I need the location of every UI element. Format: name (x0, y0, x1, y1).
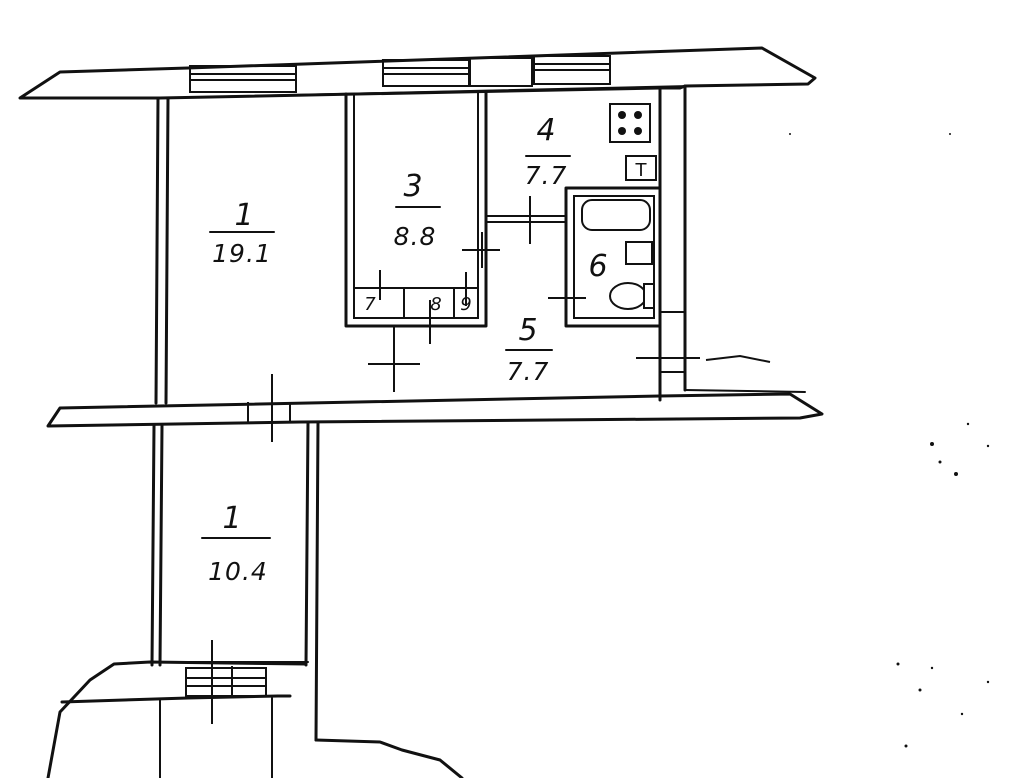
entrance-door (636, 354, 771, 363)
closet-7-number: 7 (364, 294, 376, 315)
corridor-door (368, 270, 467, 392)
room-5-number: 5 (518, 313, 537, 348)
bathtub-icon (581, 199, 651, 231)
window-top-middle (382, 59, 470, 87)
room-6-label: 6 (588, 249, 607, 284)
window-top-left (189, 65, 297, 93)
toilet-icon (609, 282, 655, 310)
closet-8-number: 8 (430, 294, 441, 315)
svg-text:T: T (635, 160, 648, 181)
room-1-label: 1 10.4 (201, 501, 271, 586)
kitchen-sink-icon: T (625, 155, 657, 181)
bottom-exterior-wall (46, 660, 464, 778)
kitchen-right-wall (658, 84, 806, 402)
room-2-label: 1 19.1 (209, 198, 275, 268)
room-2-area: 19.1 (212, 239, 272, 268)
window-top-right (469, 55, 611, 87)
room-3-walls (344, 90, 488, 328)
middle-exterior-wall (46, 392, 824, 428)
room-2-number: 1 (234, 198, 253, 233)
room-1-number: 1 (222, 501, 241, 536)
top-exterior-wall (18, 46, 817, 100)
left-wall-room-2 (154, 96, 170, 405)
closet-9-number: 9 (460, 294, 471, 315)
window-bottom (185, 640, 267, 724)
bathroom-door (548, 284, 586, 312)
scan-specks (789, 133, 990, 748)
room-3-number: 3 (403, 169, 422, 204)
room-3-label: 3 8.8 (394, 169, 441, 251)
room-4-label: 4 7.7 (525, 113, 571, 190)
bathroom-walls (564, 186, 662, 328)
room-6-number: 6 (588, 249, 607, 284)
room-3-door (462, 232, 500, 268)
room-1-area: 10.4 (208, 557, 268, 586)
sink-icon (625, 241, 653, 265)
balcony-door (247, 374, 291, 442)
room-1-walls (150, 420, 320, 742)
stove-icon (609, 103, 651, 143)
room-4-number: 4 (536, 113, 555, 148)
room-4-area: 7.7 (525, 161, 568, 190)
room-3-area: 8.8 (394, 222, 437, 251)
kitchen-door (486, 196, 566, 244)
room-5-label: 5 7.7 (505, 313, 553, 386)
room-5-area: 7.7 (507, 357, 550, 386)
